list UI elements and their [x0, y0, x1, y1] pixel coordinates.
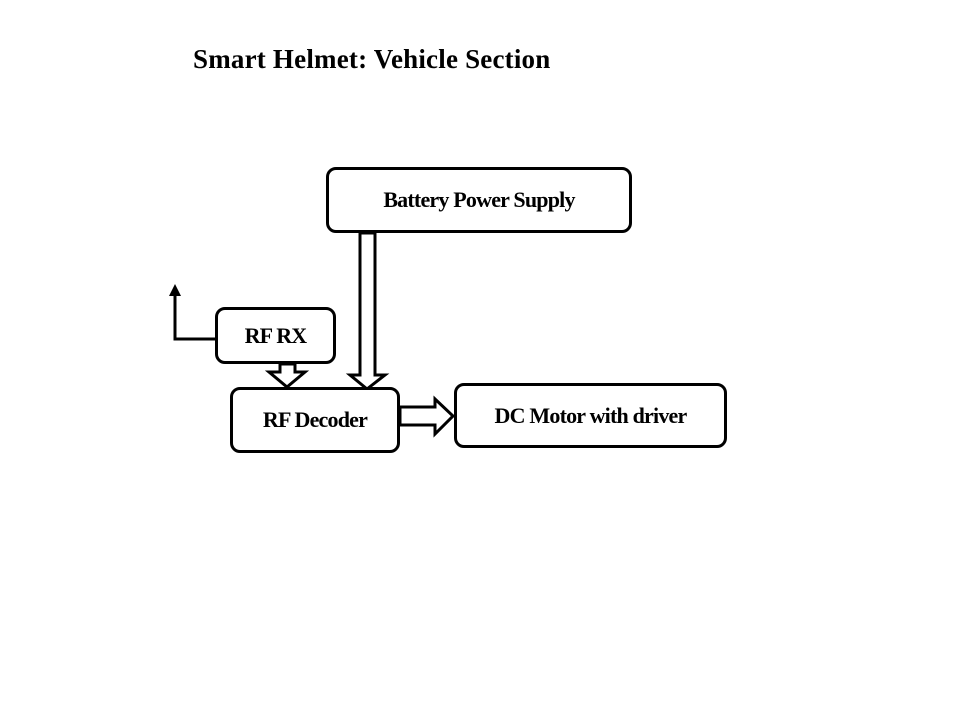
battery-power-supply-block: Battery Power Supply — [326, 167, 632, 233]
dc-motor-label: DC Motor with driver — [494, 402, 688, 428]
antenna-arrow — [169, 284, 215, 341]
diagram-title: Smart Helmet: Vehicle Section — [193, 44, 551, 74]
rf-rx-label: RF RX — [244, 322, 308, 348]
rf-decoder-label: RF Decoder — [262, 407, 368, 432]
rf-decoder-block: RF Decoder — [230, 387, 400, 453]
battery-power-supply-label: Battery Power Supply — [383, 187, 575, 212]
dc-motor-block: DC Motor with driver — [454, 383, 727, 448]
rfrx-to-decoder-arrow — [264, 362, 310, 389]
battery-to-decoder-arrow — [345, 231, 390, 391]
decoder-to-motor-arrow — [398, 395, 456, 438]
rf-rx-block: RF RX — [215, 307, 336, 364]
